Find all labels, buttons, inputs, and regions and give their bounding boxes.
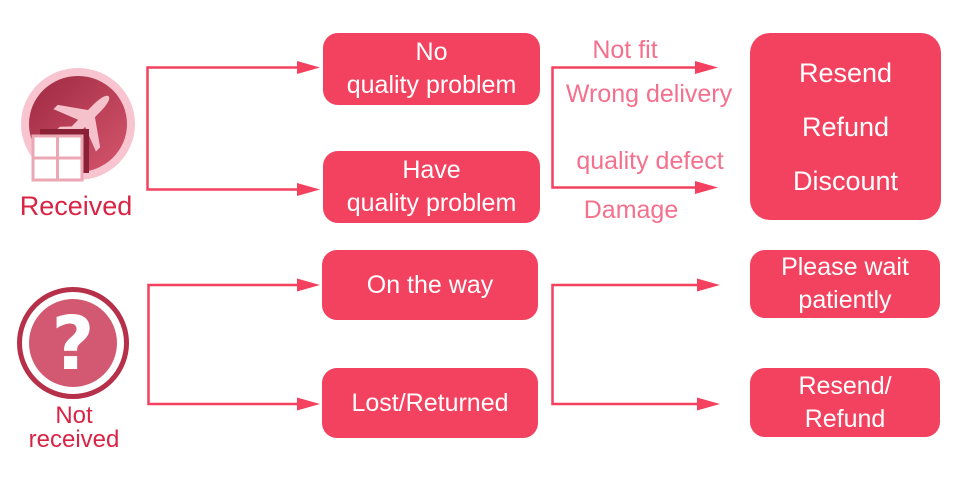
branch-label-wrong-delivery: Wrong delivery <box>565 80 733 108</box>
box-please-wait-patiently: Please wait patiently <box>750 250 940 318</box>
branch-label-quality-defect: quality defect <box>576 147 724 175</box>
source-not-received-label: Not received <box>28 402 120 453</box>
svg-text:?: ? <box>52 301 95 387</box>
branch-label-damage: Damage <box>583 196 679 224</box>
box-lost-returned: Lost/Returned <box>322 368 538 438</box>
branch-label-not-fit: Not fit <box>592 36 658 64</box>
box-resend-refund-discount: Resend Refund Discount <box>750 33 941 220</box>
box-on-the-way: On the way <box>322 250 538 320</box>
box-no-quality-problem: No quality problem <box>323 33 540 105</box>
box-have-quality-problem: Have quality problem <box>323 151 540 223</box>
question-mark-icon: ? <box>17 287 129 399</box>
box-resend-refund: Resend/ Refund <box>750 368 940 437</box>
source-received-label: Received <box>19 191 133 221</box>
plane-package-icon <box>21 68 135 182</box>
